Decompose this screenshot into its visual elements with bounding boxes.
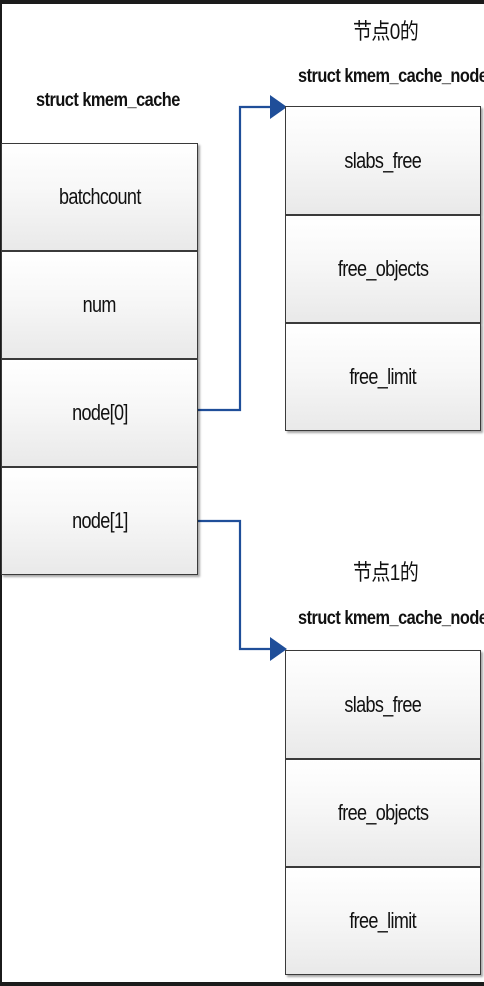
node1-field-free-objects: free_objects bbox=[285, 759, 481, 867]
arrow-node0-head bbox=[270, 95, 287, 119]
node1-field-free-objects-label: free_objects bbox=[337, 800, 429, 825]
node1-field-slabs-free-label: slabs_free bbox=[344, 691, 422, 717]
node0-field-free-limit: free_limit bbox=[285, 323, 481, 431]
arrow-node0-line bbox=[197, 105, 272, 412]
node0-caption: 节点0的 bbox=[353, 19, 419, 44]
frame-bottom-border bbox=[0, 982, 484, 986]
node1-field-slabs-free: slabs_free bbox=[285, 650, 481, 759]
node0-title: struct kmem_cache_node bbox=[298, 66, 484, 87]
node1-title: struct kmem_cache_node bbox=[298, 608, 484, 629]
field-num: num bbox=[1, 251, 198, 359]
field-node0-label: node[0] bbox=[71, 400, 128, 425]
node1-field-free-limit-label: free_limit bbox=[349, 908, 417, 933]
kmem-cache-title: struct kmem_cache bbox=[36, 90, 180, 111]
node0-field-slabs-free: slabs_free bbox=[285, 106, 481, 215]
frame-top-border bbox=[0, 0, 484, 4]
node1-caption: 节点1的 bbox=[353, 560, 419, 585]
arrow-node1-line bbox=[197, 519, 272, 651]
field-num-label: num bbox=[82, 292, 117, 317]
node0-field-free-objects-label: free_objects bbox=[337, 256, 429, 281]
node0-field-free-objects: free_objects bbox=[285, 215, 481, 323]
field-batchcount-label: batchcount bbox=[58, 184, 141, 209]
field-batchcount: batchcount bbox=[1, 143, 198, 251]
field-node1-label: node[1] bbox=[71, 508, 128, 533]
arrow-node1-head bbox=[270, 637, 287, 661]
node0-field-slabs-free-label: slabs_free bbox=[344, 147, 422, 173]
node1-field-free-limit: free_limit bbox=[285, 867, 481, 975]
node0-field-free-limit-label: free_limit bbox=[349, 364, 417, 389]
field-node1: node[1] bbox=[1, 467, 198, 575]
field-node0: node[0] bbox=[1, 359, 198, 467]
